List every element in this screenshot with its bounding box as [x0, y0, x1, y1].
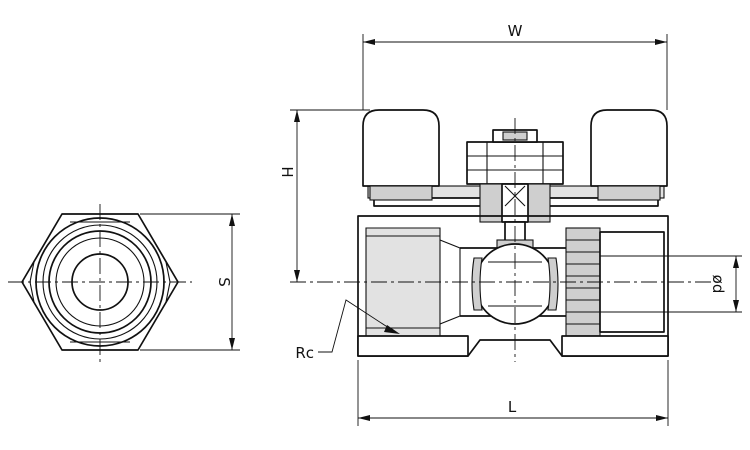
rc-label: Rc: [295, 344, 314, 362]
ball-seat-right: [547, 257, 559, 311]
end-view: S: [8, 204, 240, 362]
handle-cap-right-base: [597, 185, 661, 201]
h-arrow-bottom: [294, 270, 300, 282]
union-nut-thread: [566, 239, 600, 325]
ball-seat-left: [471, 257, 483, 311]
stem-section-mark: [504, 185, 526, 207]
d-arrow-top: [733, 256, 739, 268]
h-label: H: [278, 166, 296, 177]
side-view: W H: [278, 22, 742, 426]
body-bottom-right: [561, 335, 669, 357]
s-label: S: [215, 277, 233, 287]
l-arrow-left: [358, 415, 370, 421]
left-port-thread-lines: [366, 235, 440, 329]
rc-leader-arrow: [384, 325, 400, 334]
l-label: L: [508, 398, 517, 416]
phi-d-label: ød: [709, 275, 727, 294]
rc-leader: [318, 299, 393, 353]
h-arrow-top: [294, 110, 300, 122]
handle-cap-left-base: [369, 185, 433, 201]
w-arrow-right: [655, 39, 667, 45]
w-arrow-left: [363, 39, 375, 45]
s-arrow-bottom: [229, 338, 235, 350]
w-label: W: [508, 22, 523, 40]
handle-cap-right: [590, 109, 668, 187]
l-arrow-right: [656, 415, 668, 421]
s-arrow-top: [229, 214, 235, 226]
handle-cap-left: [362, 109, 440, 187]
body-bottom-left: [357, 335, 469, 357]
d-arrow-bottom: [733, 300, 739, 312]
